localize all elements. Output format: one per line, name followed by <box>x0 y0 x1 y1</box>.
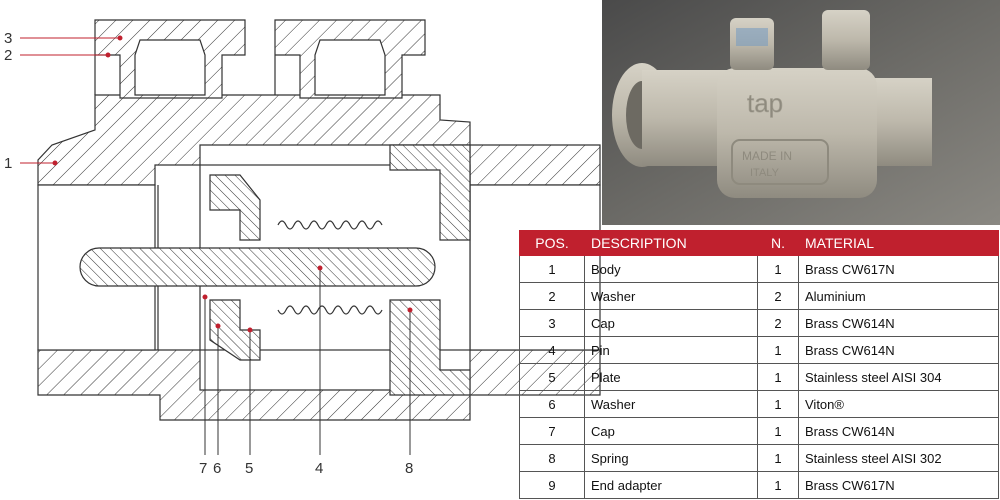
cell-n: 1 <box>757 255 799 283</box>
cell-n: 1 <box>757 444 799 472</box>
cell-material: Stainless steel AISI 302 <box>798 444 999 472</box>
cell-material: Aluminium <box>798 282 999 310</box>
cell-material: Brass CW614N <box>798 309 999 337</box>
callout-labels: 3 2 1 7 6 5 4 8 <box>4 30 413 477</box>
callout-1: 1 <box>4 155 12 172</box>
cell-description: Body <box>584 255 758 283</box>
cell-pos: 3 <box>519 309 585 337</box>
cell-pos: 4 <box>519 336 585 364</box>
cell-pos: 9 <box>519 471 585 499</box>
cell-pos: 8 <box>519 444 585 472</box>
brand-mark: tap <box>747 88 783 118</box>
cell-description: Washer <box>584 282 758 310</box>
cell-material: Brass CW617N <box>798 471 999 499</box>
cell-pos: 2 <box>519 282 585 310</box>
cell-pos: 7 <box>519 417 585 445</box>
header-pos: POS. <box>519 230 585 256</box>
header-n: N. <box>757 230 799 256</box>
table-row: 8 Spring 1 Stainless steel AISI 302 <box>519 444 999 472</box>
cell-material: Brass CW614N <box>798 417 999 445</box>
cell-pos: 6 <box>519 390 585 418</box>
cell-material: Viton® <box>798 390 999 418</box>
cell-n: 2 <box>757 309 799 337</box>
valve-photo: tap MADE IN ITALY <box>602 0 1000 225</box>
table-row: 9 End adapter 1 Brass CW617N <box>519 471 999 499</box>
table-row: 3 Cap 2 Brass CW614N <box>519 309 999 337</box>
table-row: 5 Plate 1 Stainless steel AISI 304 <box>519 363 999 391</box>
callout-3: 3 <box>4 30 12 47</box>
table-row: 1 Body 1 Brass CW617N <box>519 255 999 283</box>
parts-table: POS. DESCRIPTION N. MATERIAL 1 Body 1 Br… <box>519 230 999 499</box>
stamp-text: MADE IN <box>742 149 792 163</box>
cell-description: Plate <box>584 363 758 391</box>
cell-material: Stainless steel AISI 304 <box>798 363 999 391</box>
callout-4: 4 <box>315 460 323 477</box>
cell-n: 1 <box>757 390 799 418</box>
table-row: 7 Cap 1 Brass CW614N <box>519 417 999 445</box>
cell-n: 2 <box>757 282 799 310</box>
header-description: DESCRIPTION <box>584 230 758 256</box>
cell-description: Cap <box>584 309 758 337</box>
cell-n: 1 <box>757 336 799 364</box>
header-material: MATERIAL <box>798 230 999 256</box>
callout-5: 5 <box>245 460 253 477</box>
cell-pos: 1 <box>519 255 585 283</box>
cell-n: 1 <box>757 471 799 499</box>
cell-description: Pin <box>584 336 758 364</box>
cell-n: 1 <box>757 363 799 391</box>
cell-description: Spring <box>584 444 758 472</box>
callout-2: 2 <box>4 47 12 64</box>
table-row: 4 Pin 1 Brass CW614N <box>519 336 999 364</box>
cell-description: End adapter <box>584 471 758 499</box>
callout-7: 7 <box>199 460 207 477</box>
cell-description: Cap <box>584 417 758 445</box>
callout-leaders <box>20 35 413 455</box>
callout-6: 6 <box>213 460 221 477</box>
table-row: 6 Washer 1 Viton® <box>519 390 999 418</box>
svg-text:ITALY: ITALY <box>750 167 780 179</box>
valve-body <box>37 19 601 421</box>
cell-n: 1 <box>757 417 799 445</box>
cell-pos: 5 <box>519 363 585 391</box>
cell-description: Washer <box>584 390 758 418</box>
cell-material: Brass CW614N <box>798 336 999 364</box>
cell-material: Brass CW617N <box>798 255 999 283</box>
table-header-row: POS. DESCRIPTION N. MATERIAL <box>519 230 999 256</box>
callout-8: 8 <box>405 460 413 477</box>
table-row: 2 Washer 2 Aluminium <box>519 282 999 310</box>
